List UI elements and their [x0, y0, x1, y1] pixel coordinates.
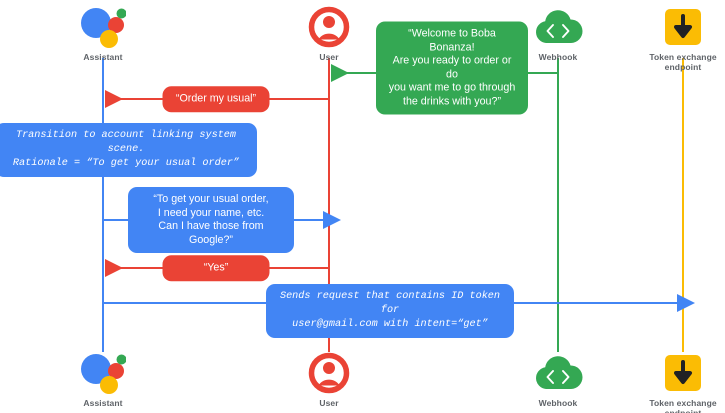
user-avatar-icon	[274, 4, 384, 50]
download-box-icon	[628, 350, 725, 396]
google-assistant-icon	[48, 350, 158, 396]
actor-label-webhook: Webhook	[538, 398, 578, 408]
message-bubble-order-my-usual[interactable]: “Order my usual”	[162, 86, 270, 112]
actor-user-top[interactable]: User	[274, 4, 384, 62]
download-box-icon	[628, 4, 725, 50]
endpoint-label-line-1: Token exchange	[649, 52, 717, 62]
note-transition-to-account-linking[interactable]: Transition to account linking system sce…	[0, 123, 257, 177]
note-sends-request-with-id-token[interactable]: Sends request that contains ID token for…	[266, 284, 514, 338]
message-bubble-ask-for-name[interactable]: “To get your usual order, I need your na…	[128, 187, 294, 253]
actor-label-assistant: Assistant	[83, 52, 123, 62]
actor-webhook-bottom[interactable]: Webhook	[503, 350, 613, 408]
endpoint-label-line-2: endpoint	[664, 62, 702, 72]
actor-label-endpoint: Token exchange endpoint	[628, 398, 725, 413]
actor-label-user: User	[319, 52, 339, 62]
actor-assistant-bottom[interactable]: Assistant	[48, 350, 158, 408]
actor-label-assistant: Assistant	[83, 398, 123, 408]
endpoint-label-line-2: endpoint	[664, 408, 702, 413]
cloud-code-icon	[503, 4, 613, 50]
message-bubble-yes[interactable]: “Yes”	[162, 255, 270, 281]
message-bubble-welcome[interactable]: “Welcome to Boba Bonanza! Are you ready …	[376, 21, 528, 115]
cloud-code-icon	[503, 350, 613, 396]
actor-label-webhook: Webhook	[538, 52, 578, 62]
actor-endpoint-top[interactable]: Token exchange endpoint	[628, 4, 725, 72]
actor-user-bottom[interactable]: User	[274, 350, 384, 408]
user-avatar-icon	[274, 350, 384, 396]
actor-label-user: User	[319, 398, 339, 408]
google-assistant-icon	[48, 4, 158, 50]
actor-assistant-top[interactable]: Assistant	[48, 4, 158, 62]
endpoint-label-line-1: Token exchange	[649, 398, 717, 408]
actor-endpoint-bottom[interactable]: Token exchange endpoint	[628, 350, 725, 413]
actor-webhook-top[interactable]: Webhook	[503, 4, 613, 62]
actor-label-endpoint: Token exchange endpoint	[628, 52, 725, 72]
